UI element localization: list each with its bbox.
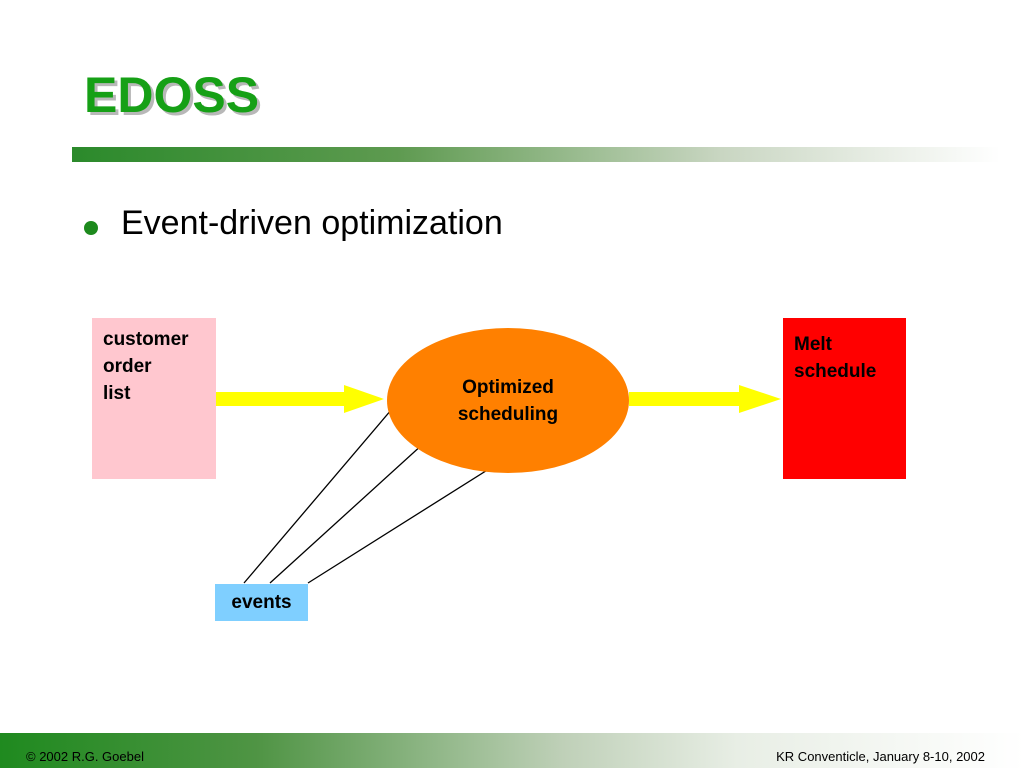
footer-event: KR Conventicle, January 8-10, 2002 bbox=[776, 749, 985, 764]
melt-box-line: schedule bbox=[794, 361, 877, 382]
flow-arrow-input-head bbox=[344, 385, 384, 413]
slide-title: EDOSS bbox=[84, 67, 260, 123]
footer-bar bbox=[0, 733, 1024, 768]
title-underline-bar bbox=[72, 147, 1000, 162]
optimized-scheduling-label: Optimized scheduling bbox=[387, 374, 629, 428]
process-line: scheduling bbox=[457, 404, 559, 425]
events-label: events bbox=[231, 592, 292, 613]
flow-arrow-output-shaft bbox=[629, 392, 741, 406]
customer-box-line: list bbox=[103, 383, 131, 404]
event-connector-1 bbox=[243, 388, 410, 584]
flow-arrow-output-head bbox=[739, 385, 781, 413]
optimized-scheduling-ellipse bbox=[387, 328, 629, 473]
flow-arrow-input-shaft bbox=[216, 392, 346, 406]
bullet-dot-icon bbox=[84, 221, 98, 235]
melt-box-line: Melt bbox=[794, 334, 832, 355]
process-line: Optimized bbox=[462, 377, 554, 398]
events-box: events bbox=[215, 584, 308, 621]
customer-box-line: customer bbox=[103, 329, 189, 350]
customer-box-line: order bbox=[103, 356, 152, 377]
footer-copyright: © 2002 R.G. Goebel bbox=[26, 749, 144, 764]
bullet-text: Event-driven optimization bbox=[121, 204, 503, 242]
customer-order-list-box: customer order list bbox=[92, 318, 216, 479]
melt-schedule-box: Melt schedule bbox=[783, 318, 906, 479]
